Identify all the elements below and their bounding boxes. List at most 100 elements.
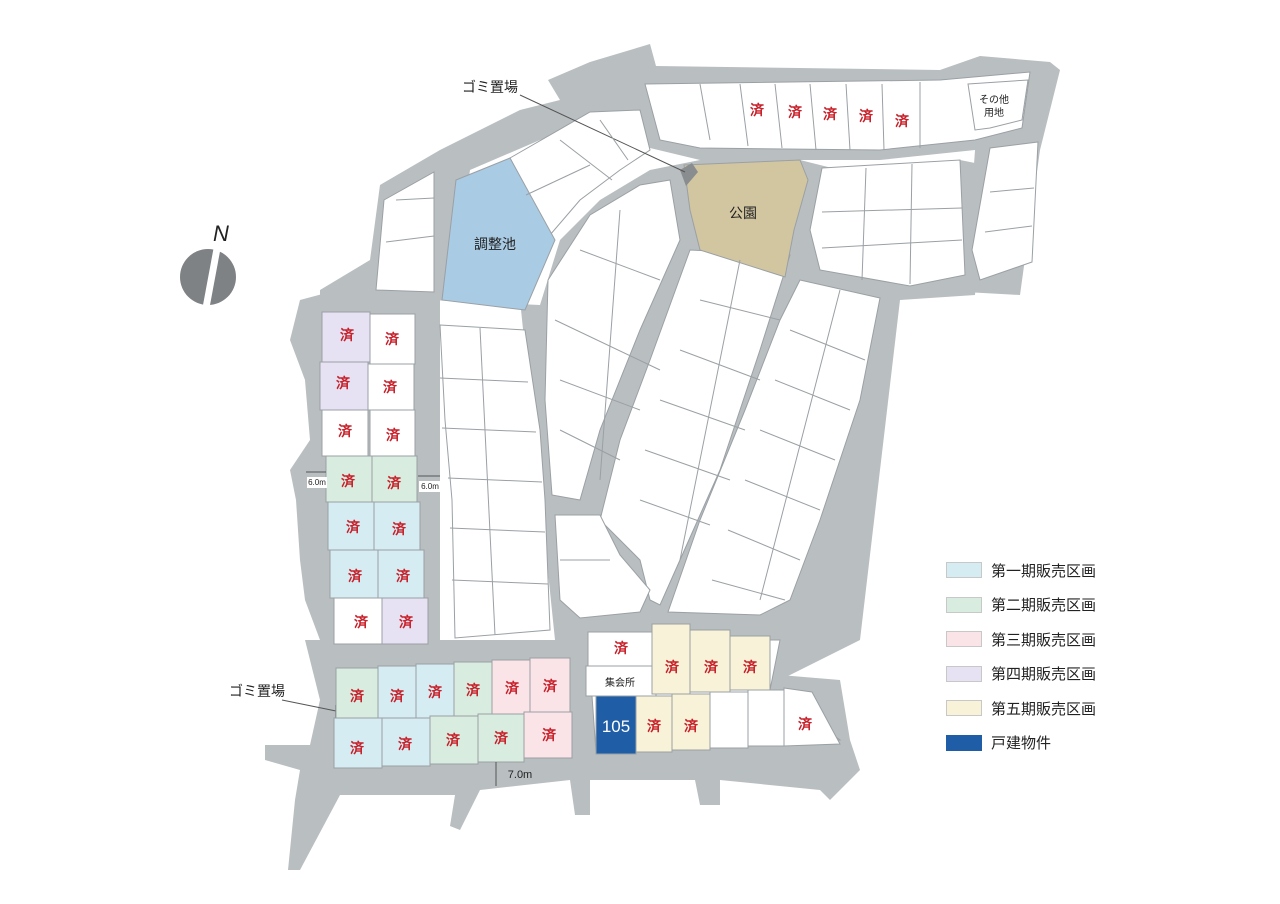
lot-w14	[381, 597, 429, 645]
legend-label-phase2: 第二期販売区画	[991, 597, 1097, 615]
sold-mark: 済	[543, 678, 558, 694]
sold-mark: 済	[398, 736, 413, 752]
southeast-lots	[585, 623, 841, 755]
lot-e1	[587, 631, 653, 667]
sold-marks: 済 済 済 済 済 済 済 済 済 済 済 済 済 済 済 済 済 済 済 済 …	[336, 102, 910, 756]
compass-circle	[180, 249, 236, 305]
lot-w13	[333, 597, 383, 645]
pond: 調整池	[441, 157, 556, 311]
west-lots	[319, 311, 429, 645]
lot-w8	[371, 455, 418, 503]
lot-e6	[671, 693, 711, 751]
sold-mark: 済	[743, 659, 758, 675]
legend-swatch-phase4	[946, 665, 982, 682]
legend-item-phase2: 第二期販売区画	[946, 588, 1096, 623]
lot-s6	[529, 657, 571, 715]
sold-mark: 済	[823, 106, 838, 122]
sold-mark: 済	[348, 568, 363, 584]
lot-e9	[783, 687, 841, 747]
north-compass: N	[180, 221, 236, 305]
legend-swatch-phase2	[946, 596, 982, 613]
sold-mark: 済	[336, 375, 351, 391]
compass-needle	[203, 246, 221, 305]
sold-mark: 済	[350, 688, 365, 704]
sold-mark: 済	[383, 379, 398, 395]
lot-w3	[319, 361, 369, 411]
road-width-inner: 6.0m	[421, 482, 439, 491]
sold-mark: 済	[704, 659, 719, 675]
legend-label-phase5: 第五期販売区画	[991, 700, 1097, 718]
garbage-leader-north	[519, 94, 686, 173]
legend-label-phase4: 第四期販売区画	[991, 666, 1097, 684]
sold-mark: 済	[684, 718, 699, 734]
other-use-label-2: 用地	[984, 106, 1004, 119]
legend-item-phase4: 第四期販売区画	[946, 657, 1096, 692]
southwest-lots	[333, 657, 573, 769]
legend-swatch-phase3	[946, 631, 982, 648]
legend: 第一期販売区画 第二期販売区画 第三期販売区画 第四期販売区画 第五期販売区画 …	[946, 553, 1096, 760]
sold-mark: 済	[446, 732, 461, 748]
sold-mark: 済	[338, 423, 353, 439]
lot-e7	[709, 691, 749, 749]
road-width-main: 7.0m	[508, 769, 532, 781]
legend-swatch-phase1	[946, 562, 982, 579]
road-width-markers: 6.0m 6.0m 7.0m	[306, 471, 532, 786]
lot-w9	[327, 501, 375, 551]
sold-mark: 済	[798, 716, 813, 732]
other-use-label-1: その他	[979, 93, 1009, 106]
garbage-station-north	[680, 163, 698, 186]
legend-swatch-phase5	[946, 700, 982, 717]
legend-label-phase3: 第三期販売区画	[991, 631, 1097, 649]
north-label: N	[213, 221, 229, 246]
sold-mark: 済	[466, 682, 481, 698]
sold-mark: 済	[350, 740, 365, 756]
sold-mark: 済	[494, 730, 509, 746]
garbage-label-north: ゴミ置場	[462, 79, 518, 95]
sold-mark: 済	[341, 473, 356, 489]
sold-mark: 済	[396, 568, 411, 584]
lot-featured	[595, 695, 637, 755]
sold-mark: 済	[614, 640, 629, 656]
meeting-hall-label: 集会所	[605, 676, 635, 689]
legend-label-detached-house: 戸建物件	[991, 735, 1052, 753]
lot-s11	[523, 711, 573, 759]
garbage-leader-south	[281, 699, 337, 712]
sold-mark: 済	[859, 108, 874, 124]
lot-grid-lines	[385, 82, 1035, 636]
pond-label: 調整池	[474, 236, 516, 252]
sold-mark: 済	[399, 614, 414, 630]
lot-w11	[329, 549, 379, 599]
sold-mark: 済	[346, 519, 361, 535]
sold-mark: 済	[340, 327, 355, 343]
lot-w6	[369, 409, 416, 457]
legend-item-phase1: 第一期販売区画	[946, 553, 1096, 588]
sold-mark: 済	[354, 614, 369, 630]
sold-mark: 済	[505, 680, 520, 696]
lot-s10	[477, 713, 525, 763]
pond-area	[441, 157, 556, 311]
sold-mark: 済	[428, 684, 443, 700]
sold-mark: 済	[647, 718, 662, 734]
park-label: 公園	[729, 205, 757, 221]
park-area	[683, 159, 809, 278]
featured-lot-label: 105	[602, 717, 630, 736]
sold-mark: 済	[788, 104, 803, 120]
sold-mark: 済	[390, 688, 405, 704]
park: 公園	[683, 159, 809, 278]
sold-mark: 済	[392, 521, 407, 537]
lot-w7	[325, 455, 373, 503]
sold-mark: 済	[386, 427, 401, 443]
lot-s4	[453, 661, 493, 719]
sold-mark: 済	[895, 113, 910, 129]
sold-mark: 済	[385, 331, 400, 347]
meeting-hall	[585, 665, 657, 697]
other-use-plot: その他 用地	[967, 79, 1029, 131]
lot-w1	[321, 311, 371, 363]
lot-e8	[747, 689, 785, 747]
sold-mark: 済	[387, 475, 402, 491]
legend-label-phase1: 第一期販売区画	[991, 562, 1097, 580]
road-width-west: 6.0m	[308, 478, 326, 487]
lot-w5	[321, 409, 369, 457]
sold-mark: 済	[542, 727, 557, 743]
